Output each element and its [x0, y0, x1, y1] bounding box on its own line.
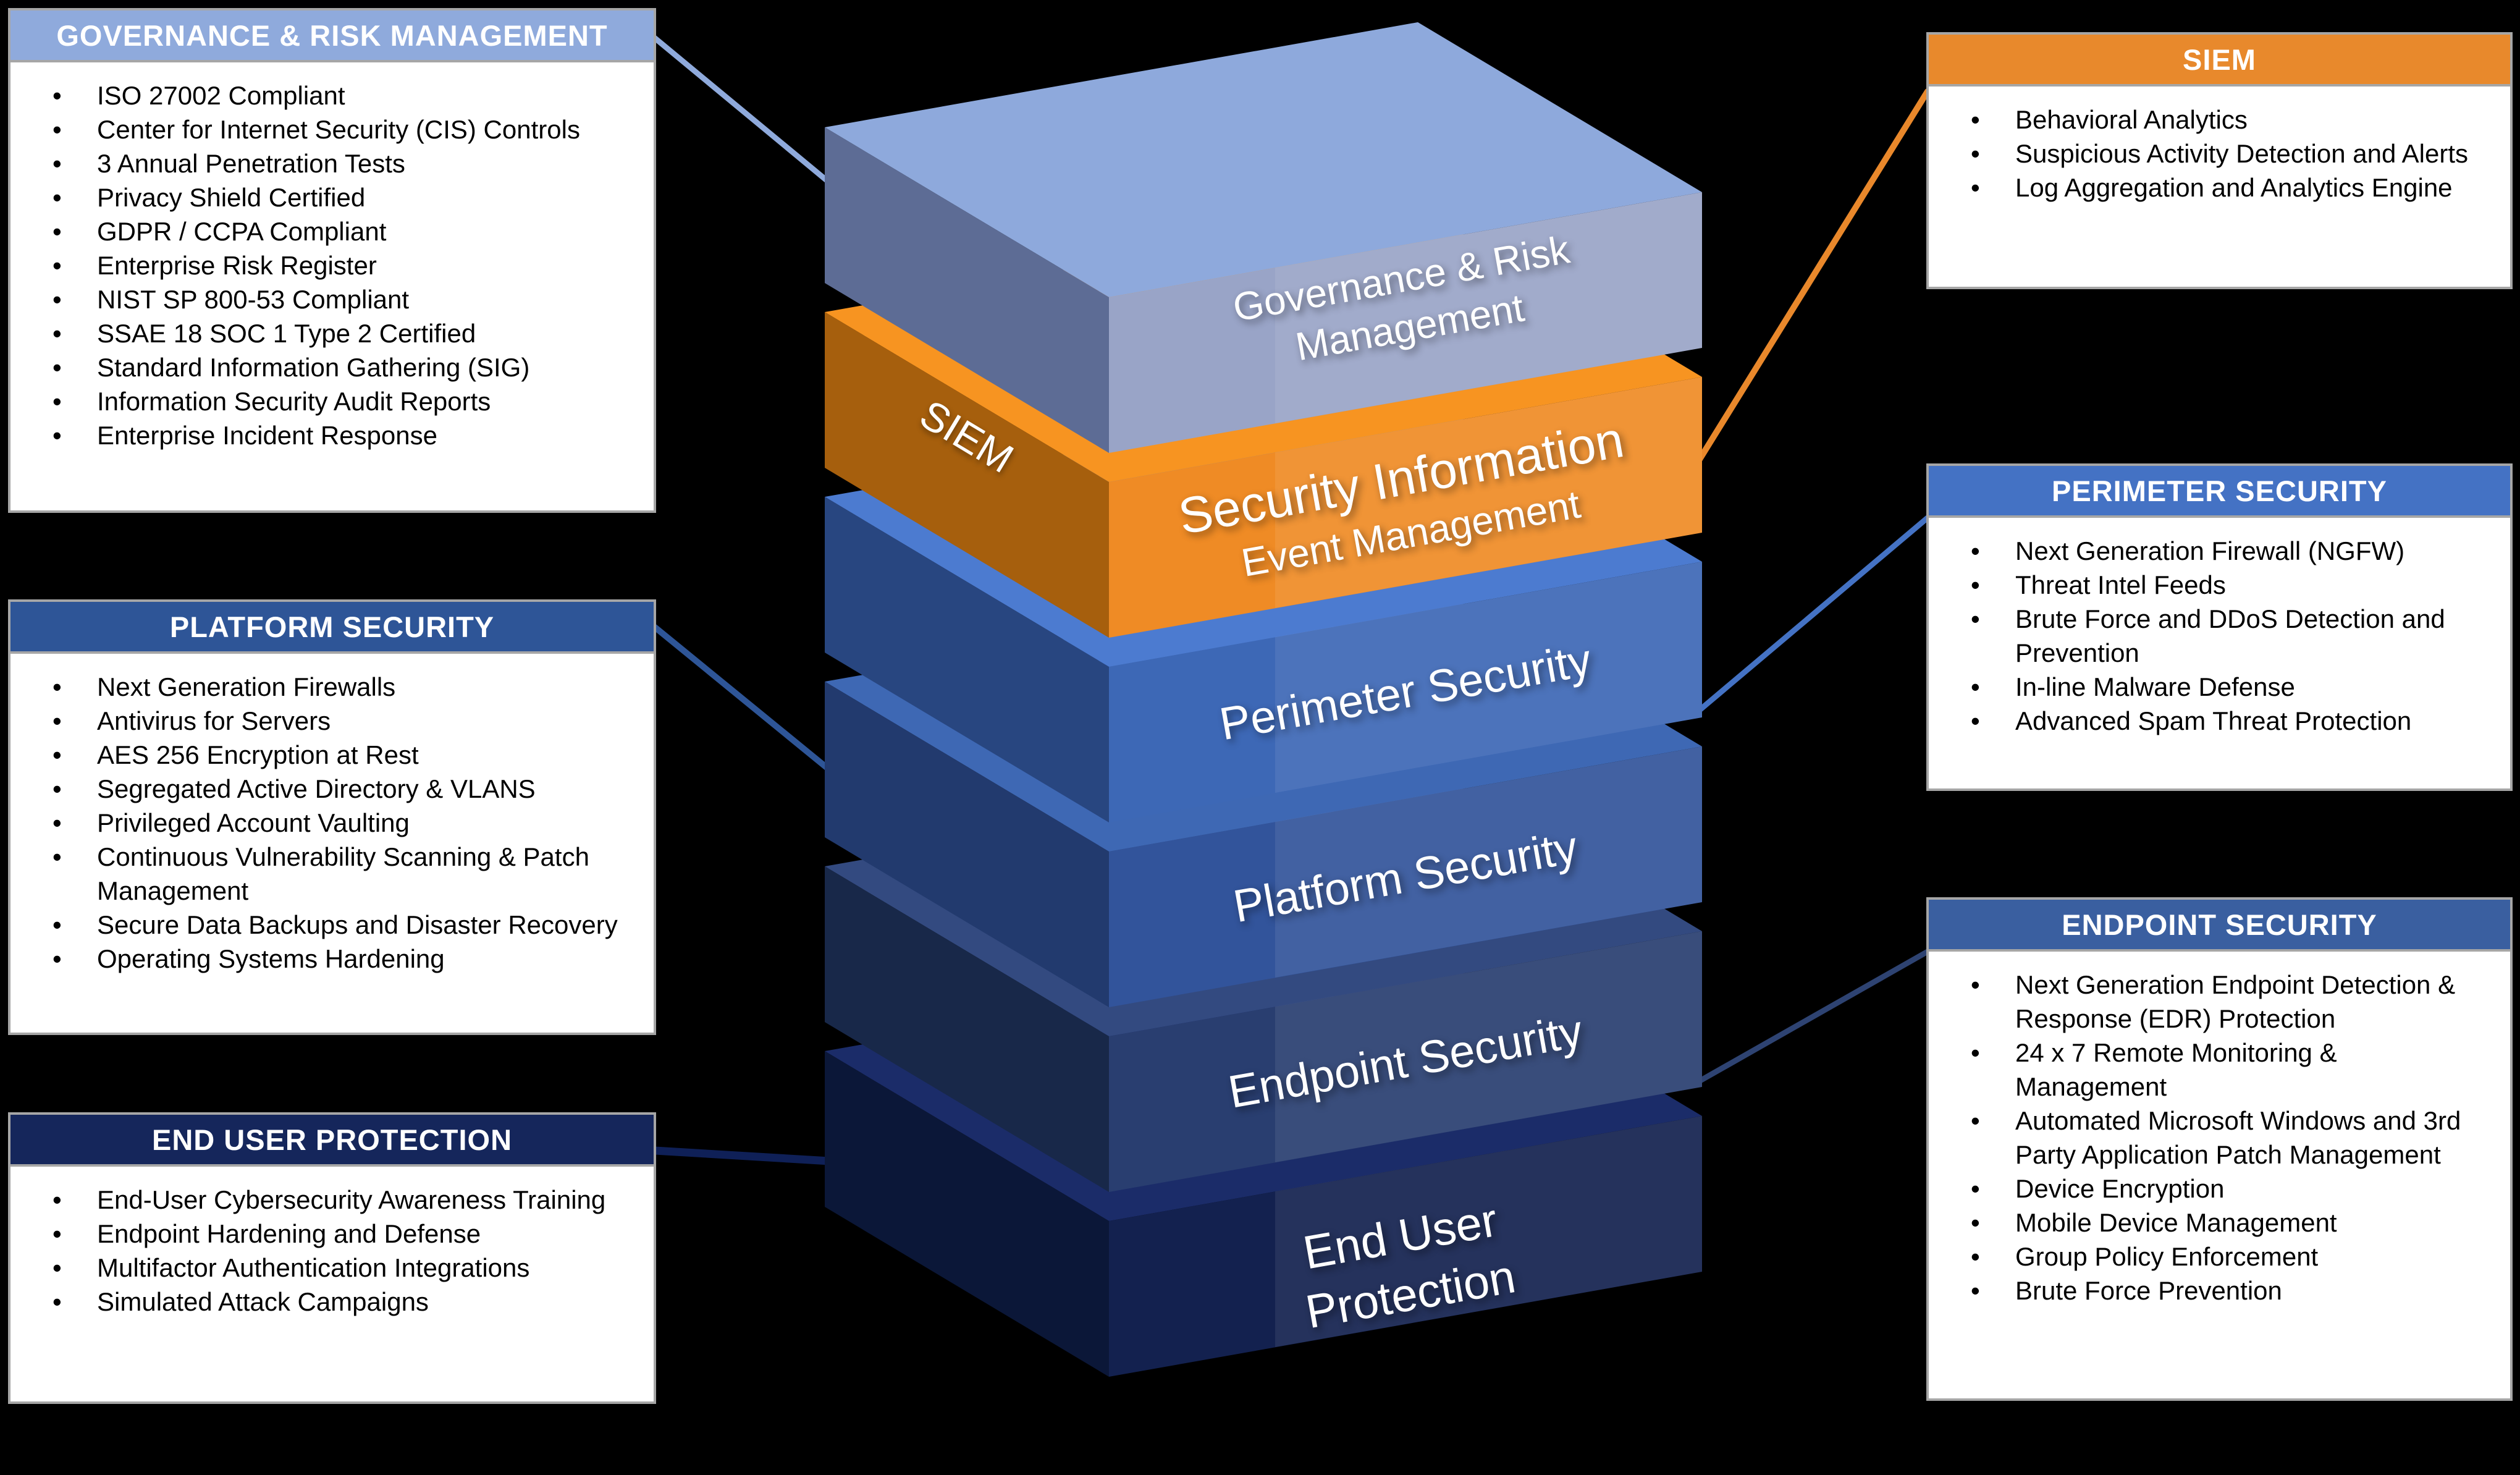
callout-perimeter-header: PERIMETER SECURITY — [1929, 466, 2510, 518]
callout-end-user-list: End-User Cybersecurity Awareness Trainin… — [11, 1183, 654, 1319]
layer-endpoint-left-face — [825, 866, 1109, 1192]
callout-perimeter-security: PERIMETER SECURITY Next Generation Firew… — [1926, 463, 2513, 791]
layer-platform-sheen — [1275, 746, 1702, 978]
connector-platform-line — [652, 624, 843, 782]
layer-siem-sheen — [1275, 377, 1702, 608]
layer-platform-front-face — [1109, 746, 1702, 1007]
layer-perimeter-sheen — [1275, 562, 1702, 793]
callout-end-user-header: END USER PROTECTION — [11, 1115, 654, 1167]
callout-endpoint-security: ENDPOINT SECURITY Next Generation Endpoi… — [1926, 897, 2513, 1401]
bullet-item: Brute Force Prevention — [1970, 1274, 2493, 1308]
layer-governance-left-face — [825, 127, 1109, 453]
bullet-item: Enterprise Risk Register — [51, 248, 636, 282]
callout-siem-header: SIEM — [1929, 35, 2510, 87]
callout-perimeter-list: Next Generation Firewall (NGFW)Threat In… — [1929, 534, 2510, 738]
connector-siem-line — [1696, 88, 1931, 463]
bullet-item: Multifactor Authentication Integrations — [51, 1251, 636, 1285]
bullet-item: Antivirus for Servers — [51, 704, 636, 738]
bullet-item: Information Security Audit Reports — [51, 384, 636, 418]
bullet-item: NIST SP 800-53 Compliant — [51, 282, 636, 316]
bullet-item: Threat Intel Feeds — [1970, 568, 2493, 602]
bullet-item: Enterprise Incident Response — [51, 418, 636, 452]
layer-end-user-front-face — [1109, 1116, 1702, 1377]
bullet-item: SSAE 18 SOC 1 Type 2 Certified — [51, 316, 636, 350]
connector-endpoint-line — [1696, 949, 1931, 1084]
callout-end-user-protection: END USER PROTECTION End-User Cybersecuri… — [8, 1112, 656, 1404]
callout-platform-list: Next Generation FirewallsAntivirus for S… — [11, 670, 654, 976]
layer-perimeter-left-face — [825, 497, 1109, 822]
callout-platform-header: PLATFORM SECURITY — [11, 602, 654, 654]
bullet-item: Behavioral Analytics — [1970, 103, 2493, 137]
bullet-item: Next Generation Firewall (NGFW) — [1970, 534, 2493, 568]
callout-platform-security: PLATFORM SECURITY Next Generation Firewa… — [8, 599, 656, 1035]
layer-end-user-left-face — [825, 1051, 1109, 1377]
callout-siem-list: Behavioral AnalyticsSuspicious Activity … — [1929, 103, 2510, 205]
bullet-item: Log Aggregation and Analytics Engine — [1970, 171, 2493, 205]
layer-endpoint-sheen — [1275, 931, 1702, 1162]
layer-platform-left-face — [825, 682, 1109, 1007]
bullet-item: 3 Annual Penetration Tests — [51, 146, 636, 180]
bullet-item: 24 x 7 Remote Monitoring & Management — [1970, 1036, 2493, 1104]
connector-end-user-line — [651, 1146, 845, 1166]
layer-perimeter-front-face — [1109, 562, 1702, 822]
connector-perimeter-line — [1696, 515, 1931, 714]
bullet-item: Device Encryption — [1970, 1172, 2493, 1206]
bullet-item: Advanced Spam Threat Protection — [1970, 704, 2493, 738]
bullet-item: Continuous Vulnerability Scanning & Patc… — [51, 840, 636, 908]
layer-siem-front-face — [1109, 377, 1702, 638]
callout-siem: SIEM Behavioral AnalyticsSuspicious Acti… — [1926, 32, 2513, 289]
callout-governance-header: GOVERNANCE & RISK MANAGEMENT — [11, 11, 654, 62]
bullet-item: Brute Force and DDoS Detection and Preve… — [1970, 602, 2493, 670]
layer-siem-left-face — [825, 312, 1109, 638]
layer-endpoint-front-face — [1109, 931, 1702, 1192]
bullet-item: Suspicious Activity Detection and Alerts — [1970, 137, 2493, 171]
bullet-item: Next Generation Endpoint Detection & Res… — [1970, 968, 2493, 1036]
bullet-item: Privileged Account Vaulting — [51, 806, 636, 840]
layer-governance-front-face — [1109, 192, 1702, 453]
layer-end-user-sheen — [1275, 1116, 1702, 1347]
bullet-item: GDPR / CCPA Compliant — [51, 214, 636, 248]
bullet-item: In-line Malware Defense — [1970, 670, 2493, 704]
callout-endpoint-list: Next Generation Endpoint Detection & Res… — [1929, 968, 2510, 1308]
connector-governance-line — [651, 34, 843, 195]
bullet-item: Secure Data Backups and Disaster Recover… — [51, 908, 636, 942]
bullet-item: End-User Cybersecurity Awareness Trainin… — [51, 1183, 636, 1217]
bullet-item: ISO 27002 Compliant — [51, 78, 636, 112]
bullet-item: Automated Microsoft Windows and 3rd Part… — [1970, 1104, 2493, 1172]
bullet-item: Next Generation Firewalls — [51, 670, 636, 704]
callout-endpoint-header: ENDPOINT SECURITY — [1929, 900, 2510, 952]
layer-governance-sheen — [1275, 192, 1702, 423]
layer-governance-top-face — [825, 22, 1702, 297]
bullet-item: Operating Systems Hardening — [51, 942, 636, 976]
callout-governance-risk-management: GOVERNANCE & RISK MANAGEMENT ISO 27002 C… — [8, 8, 656, 513]
bullet-item: Mobile Device Management — [1970, 1206, 2493, 1240]
bullet-item: Segregated Active Directory & VLANS — [51, 772, 636, 806]
bullet-item: Privacy Shield Certified — [51, 180, 636, 214]
bullet-item: Simulated Attack Campaigns — [51, 1285, 636, 1319]
bullet-item: Endpoint Hardening and Defense — [51, 1217, 636, 1251]
bullet-item: Standard Information Gathering (SIG) — [51, 350, 636, 384]
callout-governance-list: ISO 27002 CompliantCenter for Internet S… — [11, 78, 654, 452]
bullet-item: Group Policy Enforcement — [1970, 1240, 2493, 1274]
bullet-item: Center for Internet Security (CIS) Contr… — [51, 112, 636, 146]
bullet-item: AES 256 Encryption at Rest — [51, 738, 636, 772]
